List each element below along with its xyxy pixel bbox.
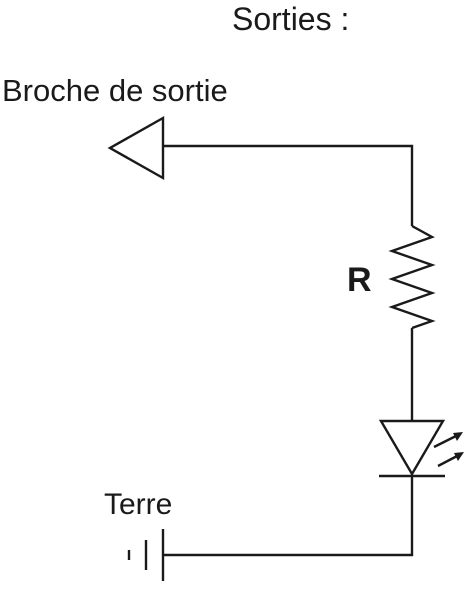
diagram-title: Sorties : <box>232 1 349 37</box>
wire-pin-to-resistor <box>163 144 414 226</box>
led-ray-2-head <box>454 452 464 461</box>
output-pin-label: Broche de sortie <box>2 73 228 108</box>
led-ray-1-head <box>453 432 463 441</box>
led-ray-2 <box>437 453 460 468</box>
ground-label: Terre <box>104 488 172 521</box>
led-icon <box>378 419 464 478</box>
output-pin-arrow-icon <box>107 115 165 181</box>
resistor-zigzag-icon <box>388 224 436 330</box>
wire-led-to-ground <box>163 476 414 557</box>
led-triangle <box>378 419 446 477</box>
ground-icon <box>127 529 165 581</box>
resistor-label: R <box>347 261 372 299</box>
led-ray-1 <box>433 433 459 449</box>
